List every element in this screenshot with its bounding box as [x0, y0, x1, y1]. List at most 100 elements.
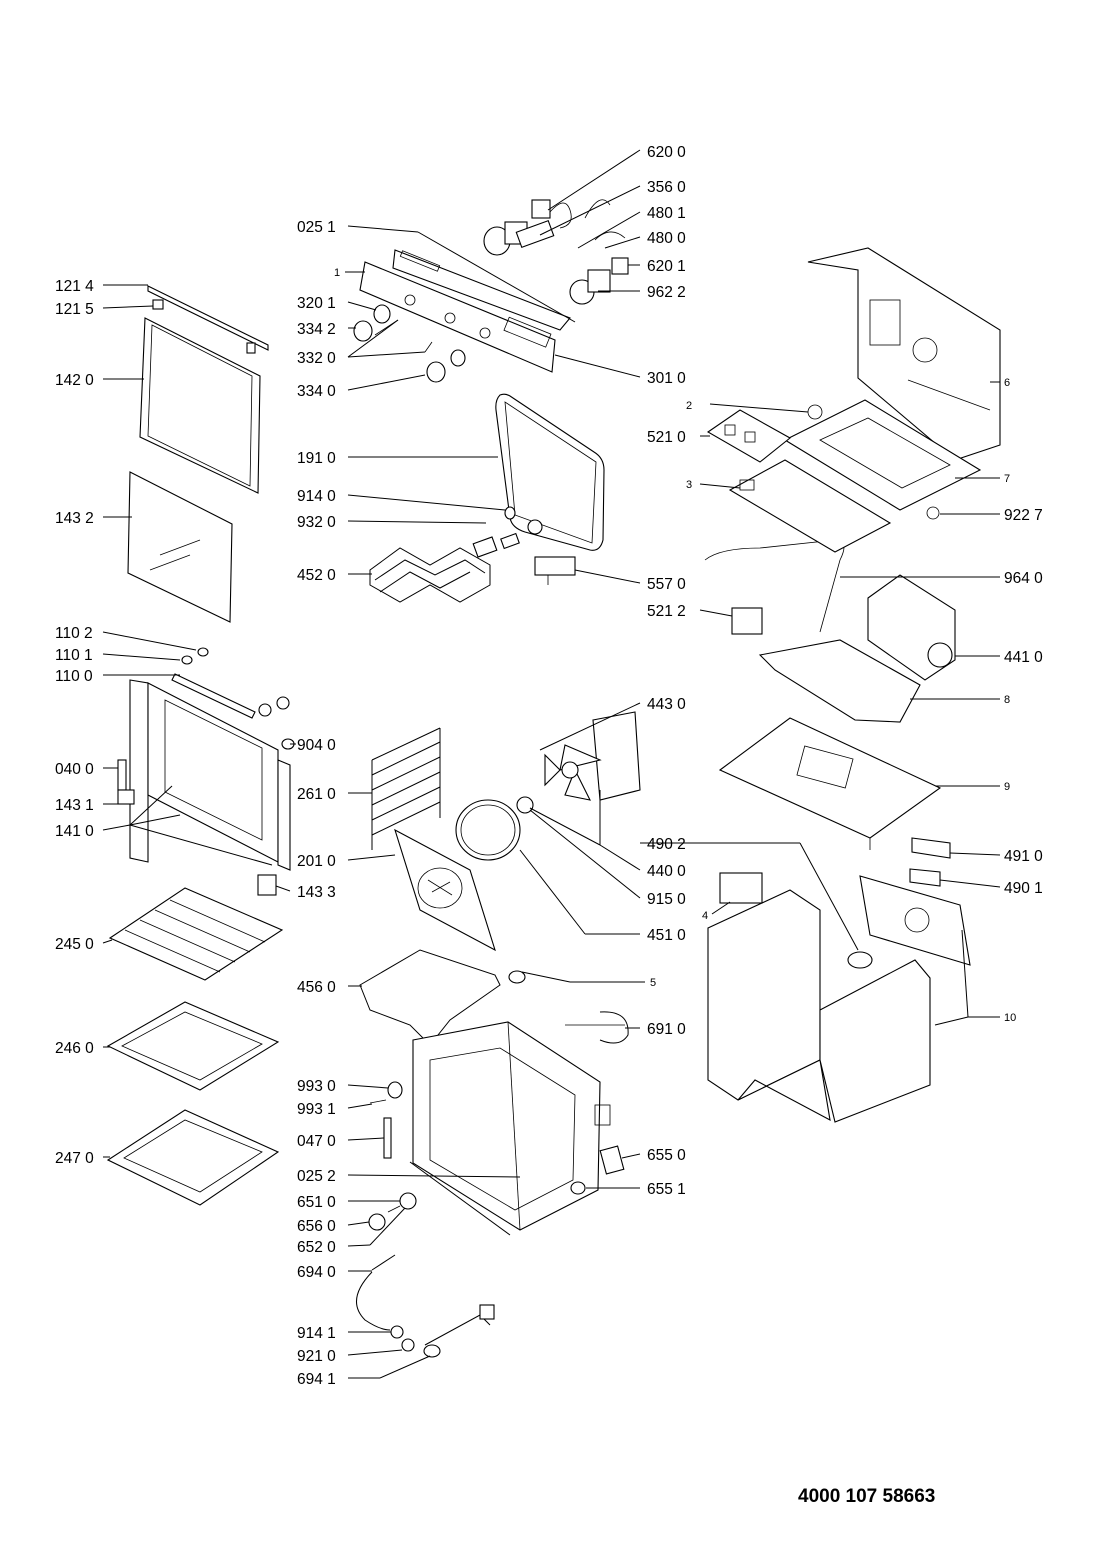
- document-number: 4000 107 58663: [798, 1486, 936, 1507]
- label-143-1: 143 1: [55, 797, 94, 814]
- wire-shelf: [108, 887, 284, 981]
- label-110-2: 110 2: [55, 625, 93, 642]
- label-047-0: 047 0: [297, 1133, 336, 1150]
- label-456-0: 456 0: [297, 979, 336, 996]
- fan-cover-panel: [394, 828, 496, 952]
- label-301-0: 301 0: [647, 370, 686, 387]
- rear-top-housing: [807, 247, 1001, 461]
- door-frame: [117, 647, 295, 896]
- label-191-0: 191 0: [297, 450, 336, 467]
- label-904-0: 904 0: [297, 737, 336, 754]
- thermostat-tube: [704, 539, 845, 633]
- label-962-2: 962 2: [647, 284, 686, 301]
- outer-casing: [707, 837, 971, 1123]
- label-557-0: 557 0: [647, 576, 686, 593]
- label-993-0: 993 0: [297, 1078, 336, 1095]
- label-620-1: 620 1: [647, 258, 686, 275]
- label-932-0: 932 0: [297, 514, 336, 531]
- label-334-2: 334 2: [297, 321, 336, 338]
- label-656-0: 656 0: [297, 1218, 336, 1235]
- label-245-0: 245 0: [55, 936, 94, 953]
- label-246-0: 246 0: [55, 1040, 94, 1057]
- label-490-2: 490 2: [647, 836, 686, 853]
- label-691-0: 691 0: [647, 1021, 686, 1038]
- oven-cavity: [409, 1021, 611, 1236]
- label-142-0: 142 0: [55, 372, 94, 389]
- label-332-0: 332 0: [297, 350, 336, 367]
- label-7: 7: [1004, 473, 1010, 485]
- label-521-2: 521 2: [647, 603, 686, 620]
- label-915-0: 915 0: [647, 891, 686, 908]
- label-121-4: 121 4: [55, 278, 94, 295]
- label-451-0: 451 0: [647, 927, 686, 944]
- label-922-7: 922 7: [1004, 507, 1043, 524]
- label-143-3: 143 3: [297, 884, 336, 901]
- label-964-0: 964 0: [1004, 570, 1043, 587]
- label-2: 2: [686, 400, 692, 412]
- label-480-1: 480 1: [647, 205, 686, 222]
- label-694-0: 694 0: [297, 1264, 336, 1281]
- deep-tray: [106, 1109, 280, 1206]
- label-914-1: 914 1: [297, 1325, 336, 1342]
- label-121-5: 121 5: [55, 301, 94, 318]
- part-labels: 620 0 356 0 480 1 480 0 620 1 962 2 025 …: [55, 144, 1043, 1388]
- label-9: 9: [1004, 781, 1010, 793]
- parts-drawings: [106, 199, 1001, 1358]
- lamp-assembly-top: [483, 199, 629, 305]
- label-921-0: 921 0: [297, 1348, 336, 1365]
- label-10: 10: [1004, 1012, 1016, 1024]
- label-914-0: 914 0: [297, 488, 336, 505]
- grill-element: [369, 506, 576, 603]
- label-655-1: 655 1: [647, 1181, 686, 1198]
- label-247-0: 247 0: [55, 1150, 94, 1167]
- door-seal: [495, 393, 605, 551]
- label-652-0: 652 0: [297, 1239, 336, 1256]
- bottom-element: [359, 949, 501, 1046]
- cooling-tray: [718, 717, 942, 850]
- label-110-1: 110 1: [55, 647, 93, 664]
- leader-lines: [102, 149, 1001, 1379]
- label-8: 8: [1004, 694, 1010, 706]
- label-5: 5: [650, 977, 656, 989]
- label-025-1: 025 1: [297, 219, 336, 236]
- shallow-tray: [106, 1001, 280, 1091]
- label-040-0: 040 0: [55, 761, 94, 778]
- label-452-0: 452 0: [297, 567, 336, 584]
- label-480-0: 480 0: [647, 230, 686, 247]
- label-490-1: 490 1: [1004, 880, 1043, 897]
- control-panel: [359, 231, 576, 373]
- convection-fan: [455, 711, 641, 861]
- label-443-0: 443 0: [647, 696, 686, 713]
- label-143-2: 143 2: [55, 510, 94, 527]
- board-tray: [728, 459, 892, 553]
- label-110-0: 110 0: [55, 668, 93, 685]
- label-694-1: 694 1: [297, 1371, 336, 1388]
- label-491-0: 491 0: [1004, 848, 1043, 865]
- meat-probe: [356, 1254, 495, 1358]
- label-356-0: 356 0: [647, 179, 686, 196]
- label-141-0: 141 0: [55, 823, 94, 840]
- shelf-supports: [371, 727, 441, 850]
- label-521-0: 521 0: [647, 429, 686, 446]
- label-3: 3: [686, 479, 692, 491]
- label-993-1: 993 1: [297, 1101, 336, 1118]
- label-4: 4: [702, 910, 708, 922]
- knobs: [353, 304, 466, 383]
- label-6: 6: [1004, 377, 1010, 389]
- label-620-0: 620 0: [647, 144, 686, 161]
- control-board: [706, 409, 791, 463]
- label-651-0: 651 0: [297, 1194, 336, 1211]
- label-320-1: 320 1: [297, 295, 336, 312]
- label-440-0: 440 0: [647, 863, 686, 880]
- label-025-2: 025 2: [297, 1168, 336, 1185]
- fan-motor-bracket: [731, 574, 956, 723]
- door-glass-top: [127, 285, 269, 623]
- label-1: 1: [334, 267, 340, 279]
- label-441-0: 441 0: [1004, 649, 1043, 666]
- label-655-0: 655 0: [647, 1147, 686, 1164]
- label-201-0: 201 0: [297, 853, 336, 870]
- label-261-0: 261 0: [297, 786, 336, 803]
- label-334-0: 334 0: [297, 383, 336, 400]
